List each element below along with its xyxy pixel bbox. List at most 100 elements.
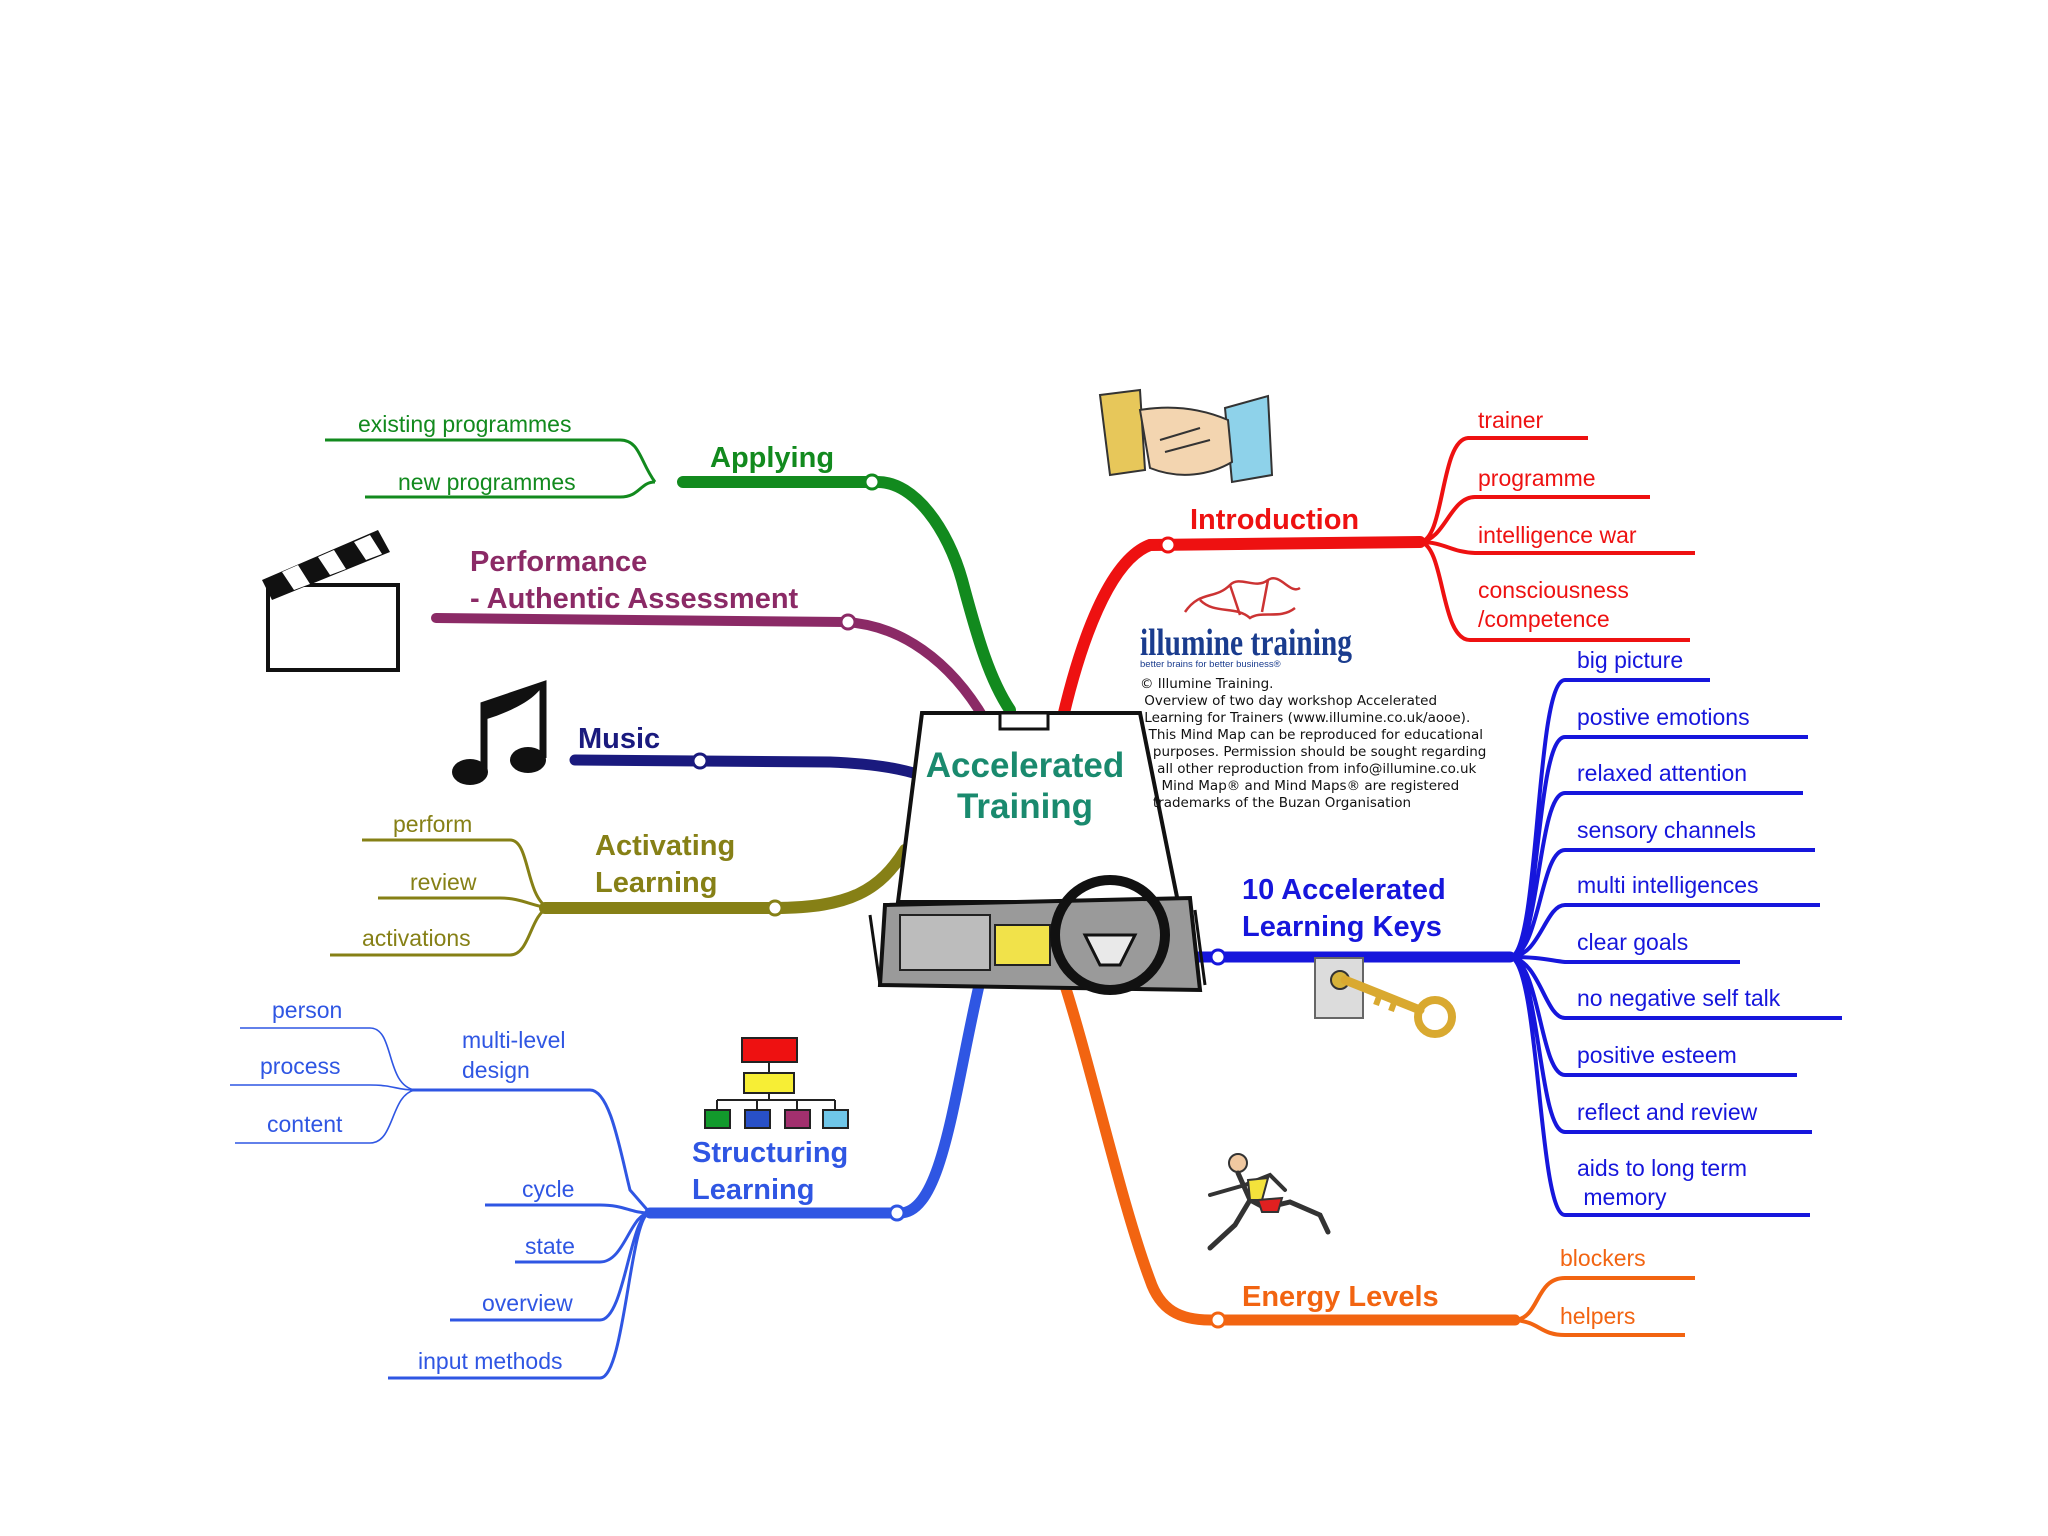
rear-view-mirror <box>998 711 1050 731</box>
keys-leaf: relaxed attention <box>1577 760 1747 786</box>
applying-branch-line <box>677 476 1016 716</box>
copyright-line: all other reproduction from info@illumin… <box>1140 761 1477 777</box>
music-note-icon <box>452 680 547 785</box>
keys-leaf: memory <box>1577 1184 1667 1210</box>
multi-level-leaf-curves <box>230 1027 416 1144</box>
handshake-icon <box>1098 388 1274 484</box>
energy-title: Energy Levels <box>1242 1281 1439 1313</box>
runner-icon <box>1207 1153 1331 1251</box>
keys-leaf: reflect and review <box>1577 1099 1758 1125</box>
activating-leaf: review <box>410 869 477 895</box>
copyright-line: Overview of two day workshop Accelerated <box>1140 693 1437 709</box>
structuring-title-line2: Learning <box>692 1174 814 1206</box>
music-branch-line <box>569 754 961 796</box>
copyright-line: © Illumine Training. <box>1140 676 1273 692</box>
applying-leaf-curves <box>325 438 657 499</box>
structuring-branch-line <box>644 954 991 1219</box>
radio-display <box>994 924 1051 966</box>
multi-level-title-line2: design <box>462 1057 530 1083</box>
copyright-line: Learning for Trainers (www.illumine.co.u… <box>1140 710 1470 726</box>
energy-node <box>1209 1311 1227 1329</box>
applying-leaf: existing programmes <box>358 411 571 437</box>
key-icon <box>1314 957 1456 1038</box>
energy-leaf: blockers <box>1560 1245 1646 1271</box>
central-title-line1: Accelerated <box>926 746 1124 785</box>
copyright-line: Mind Map® and Mind Maps® are registered <box>1140 778 1459 794</box>
keys-title-line1: 10 Accelerated <box>1242 874 1446 906</box>
activating-leaf-curves <box>330 838 549 957</box>
logo-tagline: better brains for better business® <box>1140 659 1281 670</box>
branch-music <box>569 752 961 796</box>
branch-performance <box>431 613 990 725</box>
introduction-title: Introduction <box>1190 504 1359 536</box>
energy-leaf-curves <box>1514 1276 1695 1337</box>
structuring-leaf-curves <box>388 1088 652 1380</box>
introduction-branch-line <box>1054 536 1426 736</box>
central-car-image <box>868 711 1207 995</box>
introduction-leaf: consciousness <box>1478 577 1629 603</box>
introduction-leaf: /competence <box>1478 606 1610 632</box>
keys-leaf: positive esteem <box>1577 1042 1737 1068</box>
central-title-line2: Training <box>957 787 1093 826</box>
keys-title-line2: Learning Keys <box>1242 911 1442 943</box>
music-node <box>691 752 709 770</box>
activating-branch-line <box>539 844 911 914</box>
structuring-leaf: overview <box>482 1290 573 1316</box>
branch-introduction <box>1054 436 1695 736</box>
performance-title-line2: - Authentic Assessment <box>470 583 799 615</box>
multi-level-leaf: person <box>272 997 342 1023</box>
hierarchy-chart-icon <box>704 1037 849 1129</box>
activating-leaf: activations <box>362 925 471 951</box>
keys-leaf: aids to long term <box>1577 1155 1747 1181</box>
branch-energy <box>1054 964 1695 1337</box>
performance-node <box>839 613 857 631</box>
activating-leaf: perform <box>393 811 472 837</box>
applying-title: Applying <box>710 442 834 474</box>
brain-network-graphic <box>1183 577 1301 620</box>
keys-leaf: sensory channels <box>1577 817 1756 843</box>
introduction-leaf: programme <box>1478 465 1596 491</box>
introduction-leaf-curves <box>1419 436 1695 642</box>
multi-level-leaf: content <box>267 1111 343 1137</box>
steering-wheel-hub <box>1082 933 1138 967</box>
activating-title-line2: Learning <box>595 867 717 899</box>
keys-leaf-curves <box>1508 678 1842 1217</box>
branch-structuring <box>230 954 991 1380</box>
copyright-line: purposes. Permission should be sought re… <box>1140 744 1486 760</box>
structuring-node <box>888 1204 906 1222</box>
keys-leaf: multi intelligences <box>1577 872 1759 898</box>
branch-applying <box>325 438 1016 716</box>
branch-activating <box>330 838 911 957</box>
activating-title-line1: Activating <box>595 830 735 862</box>
introduction-leaf: trainer <box>1478 407 1544 433</box>
steering-wheel <box>1050 875 1170 995</box>
structuring-leaf: state <box>525 1233 575 1259</box>
activating-node <box>766 899 784 917</box>
structuring-title-line1: Structuring <box>692 1137 848 1169</box>
keys-leaf: clear goals <box>1577 929 1688 955</box>
energy-branch-line <box>1054 964 1521 1326</box>
keys-leaf: postive emotions <box>1577 704 1750 730</box>
introduction-node <box>1159 536 1177 554</box>
multi-level-leaf: process <box>260 1053 341 1079</box>
multi-level-title-line1: multi-level <box>462 1027 566 1053</box>
applying-leaf: new programmes <box>398 469 576 495</box>
clapperboard-icon <box>262 530 400 672</box>
copyright-line: trademarks of the Buzan Organisation <box>1140 795 1411 811</box>
dash-vents <box>868 909 1207 986</box>
introduction-leaf: intelligence war <box>1478 522 1637 548</box>
logo-name: illumine training <box>1140 622 1352 664</box>
energy-leaf: helpers <box>1560 1303 1635 1329</box>
structuring-leaf: input methods <box>418 1348 562 1374</box>
performance-title-line1: Performance <box>470 546 647 578</box>
copyright-notice: © Illumine Training. Overview of two day… <box>1140 676 1486 811</box>
structuring-leaf: cycle <box>522 1176 574 1202</box>
keys-leaf: big picture <box>1577 647 1683 673</box>
keys-leaf: no negative self talk <box>1577 985 1781 1011</box>
music-title: Music <box>578 723 660 755</box>
illumine-training-logo: illumine training better brains for bett… <box>1140 577 1352 670</box>
applying-node <box>863 473 881 491</box>
copyright-line: This Mind Map can be reproduced for educ… <box>1140 727 1483 743</box>
